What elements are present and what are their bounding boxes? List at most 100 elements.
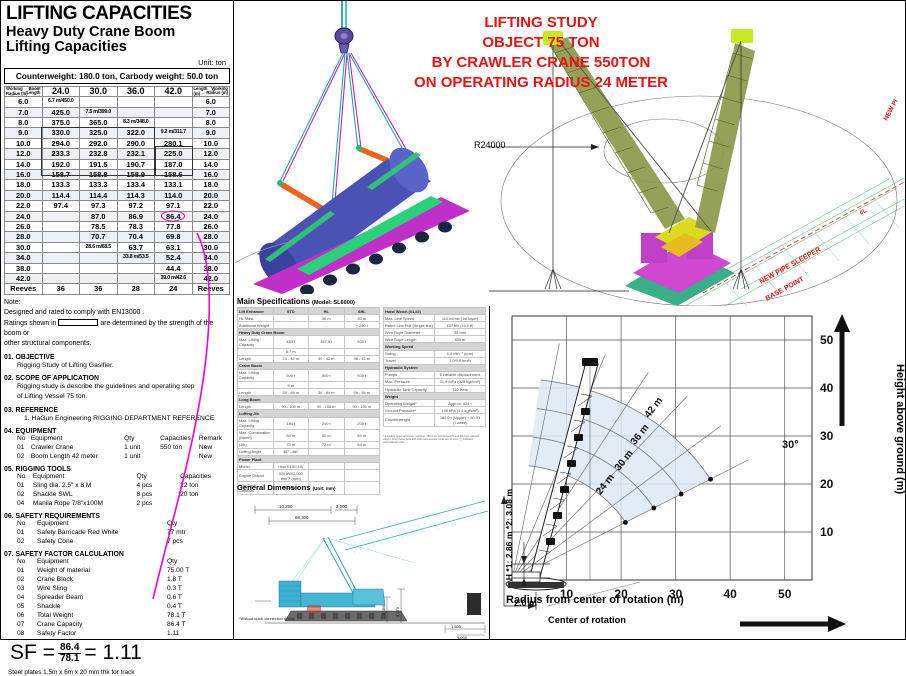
spec-r-label-3: Wire Rope Diameter [383, 328, 435, 337]
general-dimensions-footnote: *Without quick connection device [239, 617, 295, 621]
capacity-cell-r14-c0 [41, 241, 80, 254]
reeves-cell-5: Reeves [191, 283, 230, 295]
capacity-radius-14.0: 14.0 [4, 158, 43, 170]
notes-line-1: Designed and rated to comply with EN1300… [4, 309, 145, 317]
spec-val-12-1: 90 - 108 m [308, 402, 345, 411]
capacity-cell-r7-c3: 158.6 [154, 168, 193, 181]
capacity-cell-r1-c2 [116, 106, 155, 118]
capacity-cell-r16-c1 [79, 262, 118, 275]
capacity-radius-12.0: 12.0 [4, 148, 43, 160]
boom-angle-ray-60 [511, 371, 649, 581]
spec-val-5-1 [308, 347, 345, 356]
corner-diagonal-icon-right [193, 87, 224, 96]
cell-no-5: 06 [17, 611, 25, 619]
spec-val-20-0: 320 kW/2,000 min⁻¹ (rpm) [272, 469, 309, 483]
cell-capacity-0: 550 ton [160, 443, 183, 451]
cell-equipment-5: Total Weight [37, 611, 74, 619]
capacity-radius-right-30.0: 30.0 [191, 241, 230, 254]
spec-val-14-1: 200 t [308, 416, 345, 430]
general-dimensions-heading: General Dimensions (Unit: mm) [237, 483, 336, 492]
spec-val-10-1: 36 - 84 m [308, 388, 345, 397]
capacity-cell-r3-c2: 322.0 [116, 127, 155, 139]
capacity-cell-r2-c0: 375.0 [41, 116, 80, 129]
spec-val-1-0: - [272, 314, 309, 323]
capacity-cell-r5-c1: 232.8 [79, 148, 118, 160]
cell-equipment-0: Safety Barricade Red White [37, 529, 119, 537]
capacity-radius-right-12.0: 12.0 [191, 148, 230, 160]
load-point-0 [623, 520, 628, 525]
svg-text:#L: #L [859, 208, 868, 217]
cell-no-0: 01 [17, 567, 25, 575]
spec-label-17: Luffing Angle [237, 447, 274, 457]
capacity-cell-r11-c2: 86.9 [116, 210, 155, 223]
spec-val-17-2 [343, 447, 380, 457]
capacity-cell-r0-c1 [79, 96, 118, 108]
capacity-radius-right-26.0: 26.0 [191, 220, 230, 233]
spec-val-0-0: STD [272, 306, 309, 316]
spec-val-10-0: 30 - 84 m [272, 388, 309, 397]
capacity-radius-right-28.0: 28.0 [191, 231, 230, 243]
spec-r-val-11: 710 liters [434, 385, 486, 394]
boom-angle-ray-80 [511, 343, 560, 581]
col-header-equipment: Equipment [37, 558, 69, 566]
cell-no-0: 01 [17, 443, 25, 451]
capacity-radius-right-10.0: 10.0 [191, 137, 230, 150]
spec-val-4-1: 367.5 t [308, 335, 345, 349]
cell-no-0: 01 [17, 529, 25, 537]
reeves-cell-0: Reeves [4, 283, 43, 295]
boom-length-col-0: 24.0 [41, 85, 80, 98]
spec-val-10-2: 36 - 84 m [343, 388, 380, 397]
y-tick-20: 20 [820, 477, 834, 491]
capacity-radius-28.0: 28.0 [4, 231, 43, 243]
spec-r-val-3: 38 mm [434, 328, 486, 337]
capacity-radius-right-20.0: 20.0 [191, 189, 230, 202]
capacity-radius-30.0: 30.0 [4, 241, 43, 254]
capacity-cell-r6-c3: 187.0 [154, 158, 193, 170]
boom-length-col-1: 30.0 [79, 85, 118, 98]
main-specs-footnote: * Including upper and lower machine, 180… [383, 435, 480, 445]
cell-no-1: 02 [17, 576, 25, 584]
capacity-radius-right-14.0: 14.0 [191, 158, 230, 170]
capacity-cell-r4-c0: 294.0 [41, 137, 80, 150]
col-header-no: No [17, 520, 26, 528]
spec-group-row: Weight [383, 392, 486, 401]
capacity-cell-r4-c2: 290.0 [116, 137, 155, 150]
cell-equipment-6: Crane Capacity [37, 620, 83, 628]
capacity-radius-right-16.0: 16.0 [191, 168, 230, 181]
spec-label-9 [237, 381, 274, 390]
capacity-cell-r1-c1: 7.5 m/399.0 [79, 106, 118, 118]
spec-r-val-2: 137 kN (14.0 tf) [434, 321, 486, 330]
reeves-cell-2: 36 [79, 283, 118, 295]
chart-x-axis-title: Radius from center of rotation (m) [506, 594, 684, 606]
cell-no-2: 03 [17, 585, 25, 593]
spec-val-2-1: - [308, 321, 345, 330]
capacity-cell-r4-c1: 292.0 [79, 137, 118, 150]
cell-capacity-0: 22 ton [180, 482, 199, 490]
cell-qty-2: 2 pcs [136, 499, 153, 507]
capacity-cell-r11-c1: 87.0 [79, 210, 118, 223]
spec-row: 6.7 m [237, 347, 380, 356]
capacity-cell-r16-c2 [116, 262, 155, 275]
spec-val-1-1: 30 m [308, 314, 345, 323]
capacity-cell-r5-c3: 225.0 [154, 148, 193, 160]
spec-r-label-8: Hydraulic System [383, 363, 486, 372]
spec-label-7: Crane Boom [237, 361, 380, 370]
spec-r-label-2: Rated Line Pull (Single line) [383, 321, 435, 330]
cell-remark-1: New [198, 452, 213, 460]
spec-group-row: Long Boom [237, 395, 380, 404]
spec-label-14: Max. Lifting Capacity [237, 416, 274, 430]
capacity-cell-r17-c1 [79, 273, 118, 285]
spec-val-16-0: 72 m [272, 440, 309, 449]
sf-label: SF = [10, 641, 55, 665]
